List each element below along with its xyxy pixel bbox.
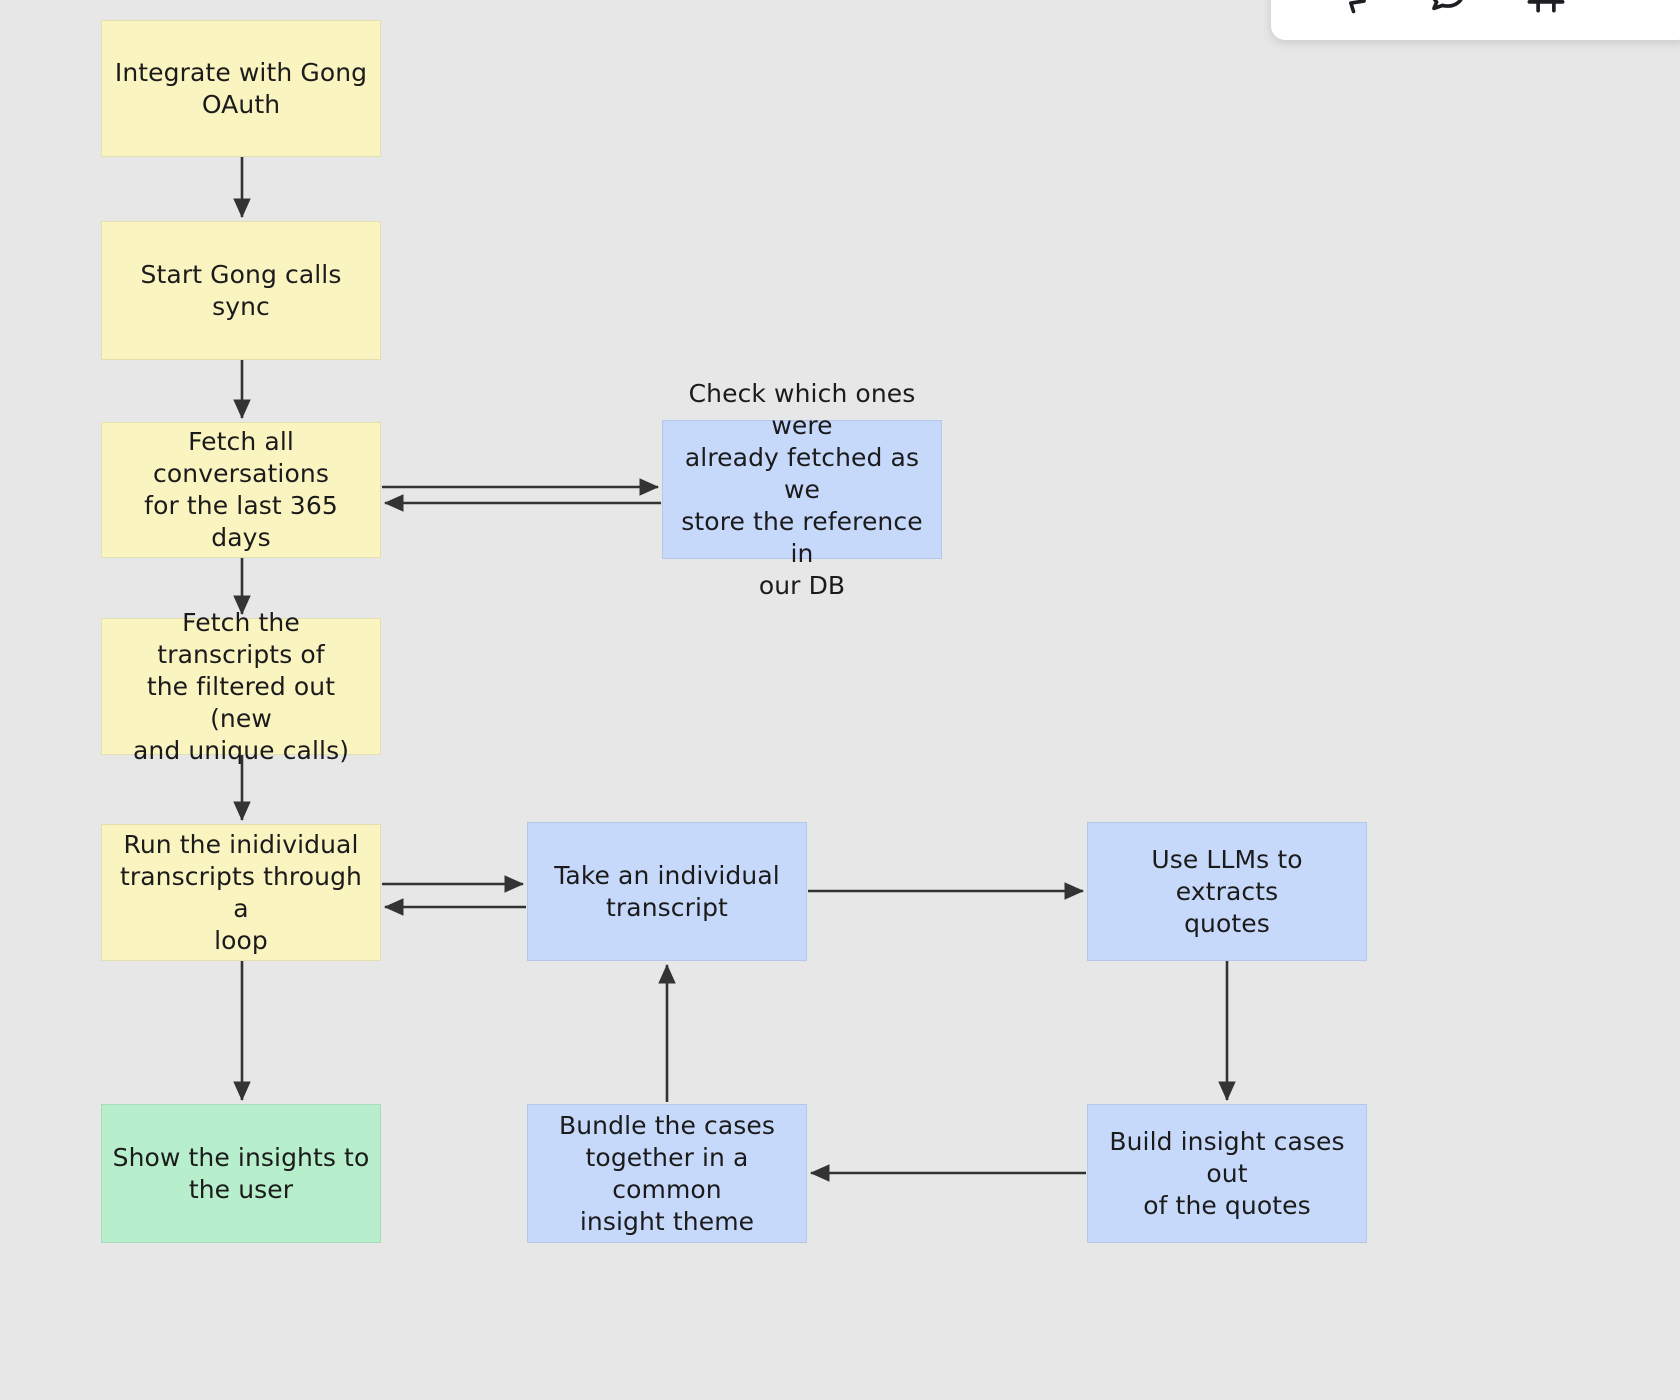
node-run-individual-transcripts-loop[interactable]: Run the inidividual transcripts through … bbox=[101, 824, 381, 961]
node-start-gong-calls-sync[interactable]: Start Gong calls sync bbox=[101, 221, 381, 360]
node-fetch-all-conversations[interactable]: Fetch all conversations for the last 365… bbox=[101, 422, 381, 558]
node-use-llms-extract-quotes[interactable]: Use LLMs to extracts quotes bbox=[1087, 822, 1367, 961]
comment-bubble-icon[interactable] bbox=[1427, 0, 1469, 15]
cursor-select-icon[interactable] bbox=[1329, 0, 1371, 15]
node-check-already-fetched[interactable]: Check which ones were already fetched as… bbox=[662, 379, 942, 600]
node-fetch-transcripts[interactable]: Fetch the transcripts of the filtered ou… bbox=[101, 608, 381, 765]
node-take-individual-transcript[interactable]: Take an individual transcript bbox=[527, 822, 807, 961]
node-integrate-with-gong-oauth[interactable]: Integrate with Gong OAuth bbox=[101, 20, 381, 157]
node-show-insights-to-user[interactable]: Show the insights to the user bbox=[101, 1104, 381, 1243]
node-bundle-cases-insight-theme[interactable]: Bundle the cases together in a common in… bbox=[527, 1104, 807, 1243]
node-build-insight-cases[interactable]: Build insight cases out of the quotes bbox=[1087, 1104, 1367, 1243]
frame-icon[interactable] bbox=[1525, 0, 1567, 15]
floating-toolbar[interactable] bbox=[1271, 0, 1680, 40]
